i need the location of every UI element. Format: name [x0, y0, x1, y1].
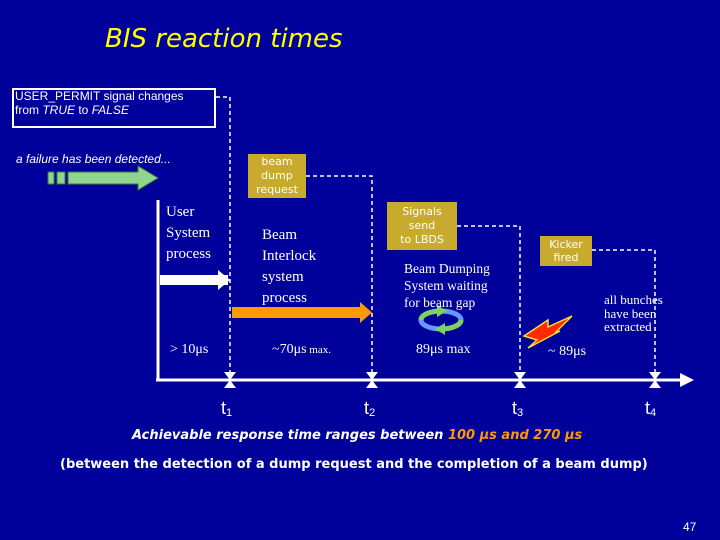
user-process-line-1: User: [166, 204, 195, 220]
range-high: 270 μs: [533, 428, 583, 443]
failure-detected-text: a failure has been detected...: [16, 152, 171, 166]
between-explanation-text: (between the detection of a dump request…: [60, 457, 648, 472]
tick-marker-2: [366, 372, 378, 388]
permit-to-label: to: [75, 103, 92, 117]
tick-t1-letter: t: [221, 398, 227, 418]
achievable-range-text: Achievable response time ranges between …: [132, 428, 582, 443]
user-permit-text: USER_PERMIT signal changes from TRUE to …: [15, 89, 184, 117]
bunches-extracted-label: all bunches have been extracted: [604, 293, 663, 334]
permit-true-value: TRUE: [42, 103, 76, 117]
waiting-cycle-icon: [418, 305, 464, 335]
lbds-line-3: to LBDS: [400, 233, 444, 246]
interlock-duration-value: ~70μs: [272, 342, 307, 357]
tick-marker-4: [649, 372, 661, 388]
kicker-duration: ~ 89μs: [548, 344, 587, 359]
dump-request-line-1: beam: [261, 155, 293, 168]
tick-t1-sub: 1: [226, 407, 233, 419]
dump-request-line-3: request: [256, 183, 298, 196]
tick-label-t2: t2: [364, 398, 375, 419]
tick-t4-sub: 4: [650, 407, 657, 419]
user-process-line-3: process: [166, 246, 211, 262]
timeline-arrowhead: [680, 373, 694, 387]
kicker-line-1: Kicker: [549, 238, 583, 251]
tick-t2-sub: 2: [369, 407, 376, 419]
tick-label-t3: t3: [512, 398, 523, 419]
range-and: and: [496, 428, 534, 443]
user-duration: > 10μs: [170, 342, 209, 357]
user-permit-line-1: USER_PERMIT signal changes: [15, 89, 184, 103]
tick-marker-1: [224, 372, 236, 388]
tick-marker-3: [514, 372, 526, 388]
tick-t3-sub: 3: [517, 407, 524, 419]
achievable-prefix: Achievable response time ranges between: [132, 428, 448, 443]
dump-request-box: beam dump request: [248, 154, 306, 198]
user-system-process-label: User System process: [166, 202, 211, 265]
lbds-line-2: send: [408, 219, 436, 232]
slide-title: BIS reaction times: [105, 24, 343, 54]
bunches-line-3: extracted: [604, 319, 652, 334]
lbds-bracket: [457, 225, 521, 380]
kicker-bracket: [592, 249, 656, 380]
bunches-line-1: all bunches: [604, 292, 663, 307]
dump-request-bracket: [306, 175, 373, 380]
beam-interlock-process-label: Beam Interlock system process: [262, 225, 316, 309]
interlock-line-4: process: [262, 290, 307, 306]
tick-t4-letter: t: [645, 398, 651, 418]
user-process-arrow: [160, 270, 230, 290]
dumping-line-2: System waiting: [404, 278, 488, 293]
kicker-line-2: fired: [553, 251, 579, 264]
interlock-line-3: system: [262, 269, 304, 285]
kicker-lightning-icon: [522, 315, 573, 349]
dumping-line-1: Beam Dumping: [404, 261, 490, 276]
interlock-duration-suffix: max.: [306, 344, 331, 356]
failure-arrow: [47, 165, 159, 191]
permit-false-value: FALSE: [91, 103, 129, 117]
bunches-line-2: have been: [604, 305, 657, 321]
kicker-fired-box: Kicker fired: [540, 236, 592, 266]
tick-label-t1: t1: [221, 398, 232, 419]
beam-dumping-process-label: Beam Dumping System waiting for beam gap: [404, 260, 490, 311]
user-process-line-2: System: [166, 225, 211, 241]
page-number: 47: [683, 520, 697, 534]
user-permit-box: [12, 88, 216, 128]
interlock-duration: ~70μs max.: [272, 342, 331, 358]
interlock-line-2: Interlock: [262, 248, 317, 264]
interlock-line-1: Beam: [262, 227, 297, 243]
tick-t2-letter: t: [364, 398, 370, 418]
user-permit-line-2: from TRUE to FALSE: [15, 103, 184, 117]
lbds-signal-box: Signals send to LBDS: [387, 202, 457, 250]
tick-label-t4: t4: [645, 398, 656, 419]
tick-t3-letter: t: [512, 398, 518, 418]
dumping-line-3: for beam gap: [404, 295, 476, 310]
lbds-duration: 89μs max: [416, 342, 471, 357]
permit-bracket: [216, 96, 231, 380]
dump-request-line-2: dump: [261, 169, 293, 182]
lbds-line-1: Signals: [402, 205, 442, 218]
range-low: 100 μs: [447, 428, 497, 443]
interlock-process-arrow: [232, 302, 372, 323]
permit-from-label: from: [15, 103, 43, 117]
